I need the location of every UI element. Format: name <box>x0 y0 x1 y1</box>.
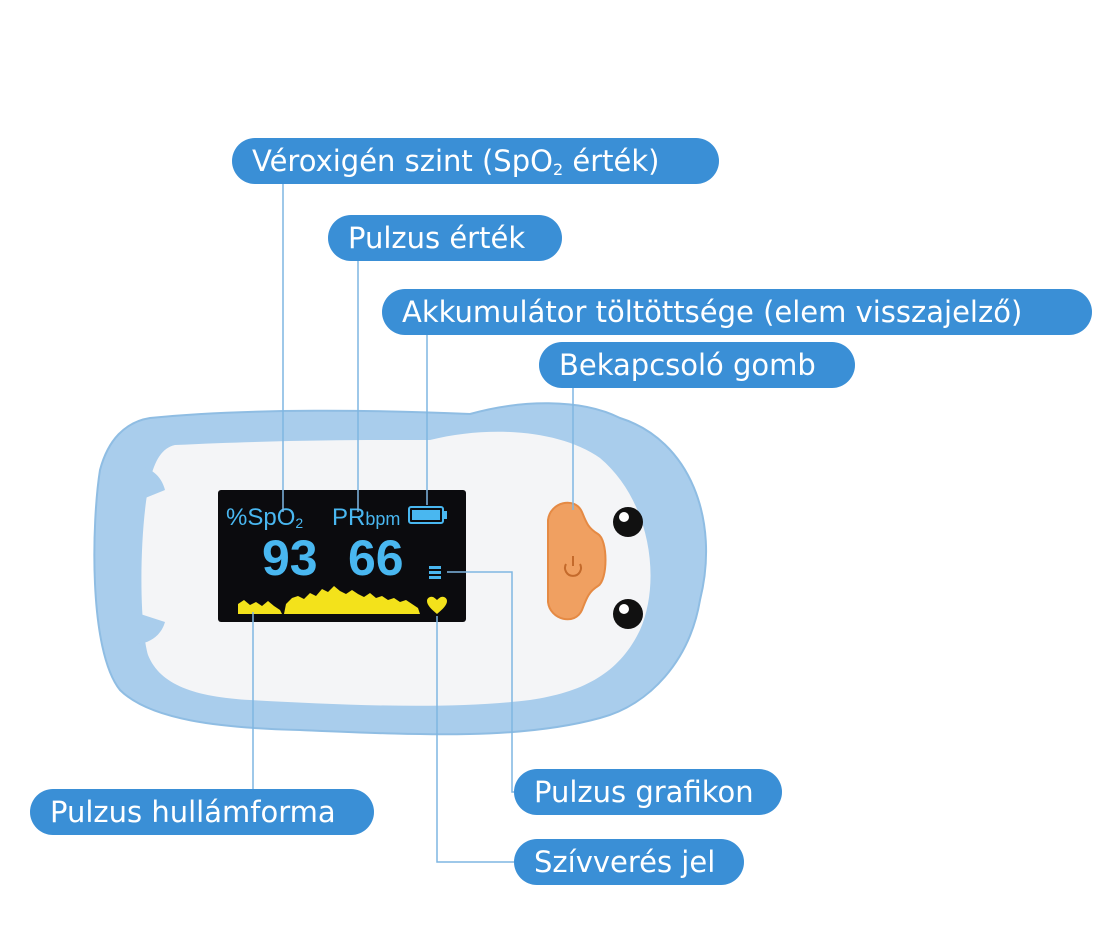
left-flipper-top <box>118 466 165 505</box>
label-pulse-graph: Pulzus grafikon <box>514 769 782 815</box>
pulse-reading: 66 <box>348 530 404 586</box>
spo2-unit-label: %SpO2 <box>226 504 303 531</box>
penguin-eye-top <box>613 507 643 537</box>
display-screen <box>218 490 466 622</box>
heartbeat-icon <box>427 596 447 614</box>
label-pulse-value: Pulzus érték <box>328 215 562 261</box>
leader-graph <box>447 571 514 793</box>
leader-lines <box>252 184 574 863</box>
pulse-waveform-trace <box>238 586 420 614</box>
label-battery: Akkumulátor töltöttsége (elem visszajelz… <box>382 289 1092 335</box>
power-icon <box>564 556 582 577</box>
label-pulse-waveform: Pulzus hullámforma <box>30 789 374 835</box>
label-spo2-level: Véroxigén szint (SpO2 érték) <box>232 138 719 184</box>
label-power-button: Bekapcsoló gomb <box>539 342 855 388</box>
leader-heart <box>436 616 514 863</box>
penguin-eye-bottom <box>613 599 643 629</box>
pulse-bar-graph-icon <box>429 566 441 579</box>
spo2-reading: 93 <box>262 530 318 586</box>
battery-icon <box>408 506 447 524</box>
pr-unit-label: PRbpm <box>332 504 400 531</box>
power-button[interactable] <box>547 501 607 621</box>
left-flipper-bottom <box>118 610 165 644</box>
label-heartbeat: Szívverés jel <box>514 839 744 885</box>
